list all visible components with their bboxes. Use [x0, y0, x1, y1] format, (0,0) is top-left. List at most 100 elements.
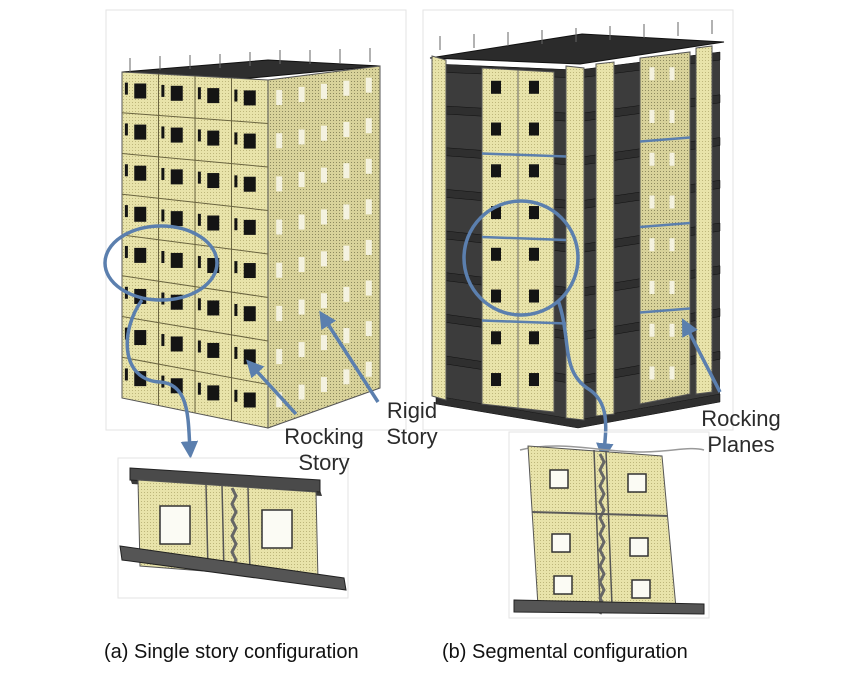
- window-slot: [124, 368, 128, 381]
- caption-a: (a) Single story configuration: [104, 641, 359, 663]
- building-b: [422, 9, 734, 461]
- window: [298, 129, 305, 145]
- rocking-plane-line: [481, 235, 567, 242]
- detail-b-connector: [598, 453, 606, 615]
- window: [529, 206, 539, 220]
- window: [669, 323, 675, 337]
- arrow-rocking-planes: [681, 318, 722, 393]
- window: [491, 206, 501, 220]
- window: [649, 109, 655, 123]
- window-slot: [234, 389, 238, 402]
- window: [170, 169, 183, 185]
- window: [321, 209, 327, 225]
- window: [529, 122, 539, 136]
- window: [243, 90, 256, 106]
- window: [276, 349, 283, 365]
- window: [207, 173, 220, 189]
- window: [365, 118, 372, 134]
- window-slot: [124, 205, 128, 218]
- wall-panel-stack: [639, 51, 691, 405]
- window: [243, 349, 256, 365]
- window-slot: [234, 175, 238, 188]
- window: [365, 361, 372, 377]
- window: [321, 125, 327, 141]
- window: [365, 239, 372, 255]
- window: [649, 152, 655, 166]
- rocking-plane-line: [639, 221, 691, 229]
- window: [298, 299, 305, 315]
- window: [134, 124, 147, 140]
- detail-a: [117, 457, 349, 599]
- window-slot: [124, 123, 128, 136]
- window: [491, 331, 501, 345]
- window: [207, 215, 220, 231]
- window: [276, 392, 283, 408]
- window: [649, 238, 655, 252]
- detail-b-window: [629, 537, 649, 557]
- window: [649, 366, 655, 380]
- window: [170, 378, 183, 394]
- window-slot: [234, 89, 238, 102]
- rocking-plane-line: [639, 307, 691, 314]
- window-slot: [161, 334, 165, 347]
- window: [276, 305, 283, 321]
- window: [298, 384, 305, 400]
- detail-b-window: [553, 575, 573, 595]
- window: [321, 376, 327, 392]
- window: [298, 257, 305, 273]
- window: [491, 122, 501, 136]
- column: [595, 61, 615, 417]
- window-slot: [124, 82, 128, 95]
- window: [321, 251, 327, 267]
- rocking-plane-line: [481, 152, 567, 158]
- window: [243, 263, 256, 279]
- window-slot: [197, 171, 201, 184]
- window: [343, 163, 350, 179]
- window: [343, 204, 350, 220]
- window: [276, 219, 283, 235]
- column: [431, 55, 447, 401]
- window: [669, 238, 675, 252]
- window-slot: [197, 256, 201, 269]
- window: [170, 336, 183, 352]
- window-slot: [197, 340, 201, 353]
- window: [298, 86, 305, 102]
- window: [298, 342, 305, 358]
- window: [243, 306, 256, 322]
- detail-b-window: [631, 579, 651, 599]
- window: [649, 323, 655, 337]
- label-rocking-story: Rocking Story: [284, 424, 364, 475]
- window: [343, 80, 350, 96]
- window: [343, 328, 350, 344]
- window: [134, 330, 147, 346]
- window: [276, 262, 283, 278]
- detail-b: [508, 431, 710, 619]
- window-slot: [124, 164, 128, 177]
- detail-a-bottom-slab: [119, 545, 347, 591]
- window: [669, 109, 675, 123]
- rocking-plane-line: [639, 136, 691, 143]
- window: [276, 133, 283, 149]
- window-slot: [161, 251, 165, 264]
- highlight-circle-b: [462, 199, 580, 317]
- window: [365, 199, 372, 215]
- window: [669, 152, 675, 166]
- detail-b-window: [627, 473, 647, 493]
- window: [529, 247, 539, 261]
- window-slot: [124, 245, 128, 258]
- window-slot: [197, 213, 201, 226]
- window: [276, 176, 283, 192]
- window: [669, 67, 675, 81]
- window: [298, 214, 305, 230]
- window: [207, 130, 220, 146]
- detail-b-bottom-slab: [513, 599, 705, 615]
- window: [243, 176, 256, 192]
- window: [529, 164, 539, 178]
- window: [365, 321, 372, 337]
- window: [276, 90, 283, 106]
- window: [243, 392, 256, 408]
- window: [207, 300, 220, 316]
- column: [695, 45, 713, 395]
- window-slot: [197, 298, 201, 311]
- detail-b-window: [551, 533, 571, 553]
